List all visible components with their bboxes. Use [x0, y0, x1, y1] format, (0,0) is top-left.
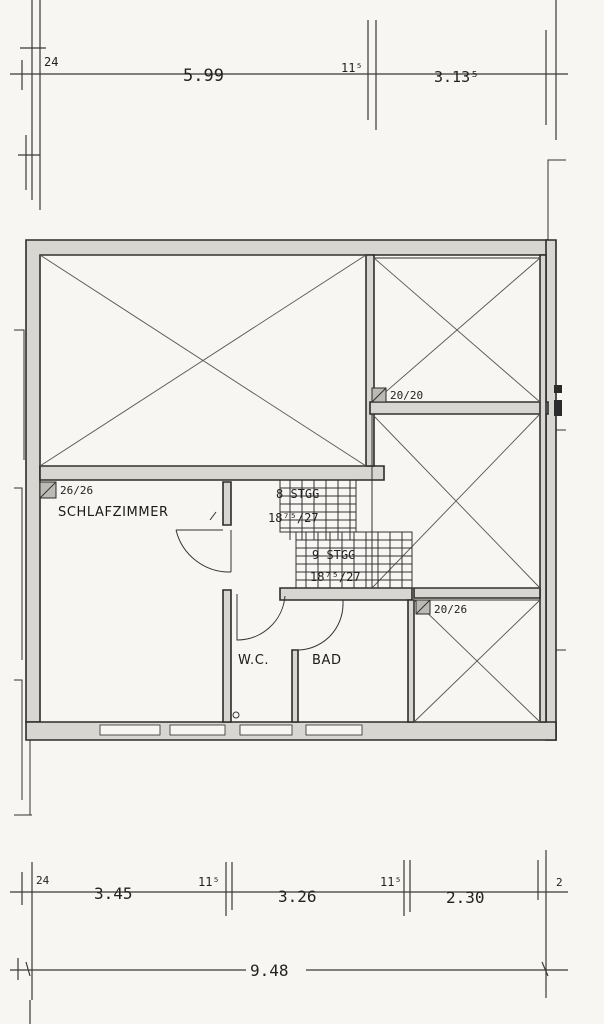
stair-upper-count: 8 STGG	[276, 487, 319, 501]
top-dim-115: 11⁵	[341, 61, 363, 75]
top-dim-3135: 3.13⁵	[434, 68, 479, 86]
void-mid-right	[371, 413, 541, 589]
stair-lower-ratio: 18⁷⁵/27	[310, 570, 361, 584]
void-bottom-right	[413, 599, 541, 723]
left-edge-marks	[14, 329, 32, 816]
doors	[175, 511, 344, 719]
void-big	[39, 254, 367, 467]
bottom-dim-326: 3.26	[278, 887, 317, 906]
bottom-dim-24: 24	[36, 874, 50, 887]
bottom-dim-230: 2.30	[446, 888, 485, 907]
chimneys: 26/26 20/20 20/26	[39, 387, 467, 616]
bottom-dimension-chain: 24 3.45 11⁵ 3.26 11⁵ 2.30 2	[10, 850, 568, 1000]
stair-upper-ratio: 18⁷⁵/27	[268, 511, 319, 525]
top-dim-599: 5.99	[183, 66, 224, 86]
bottom-dim-115-b: 11⁵	[380, 875, 402, 889]
chimney-label-2: 20/20	[390, 389, 423, 402]
void-top-right	[373, 257, 541, 403]
bottom-dim-2: 2	[556, 876, 563, 889]
top-dim-24: 24	[44, 55, 58, 69]
room-label-bad: BAD	[312, 653, 342, 668]
outer-walls	[25, 239, 562, 741]
staircase: 8 STGG 18⁷⁵/27 9 STGG 18⁷⁵/27	[268, 479, 413, 589]
chimney-label-3: 20/26	[434, 603, 467, 616]
bottom-dim-115-a: 11⁵	[198, 875, 220, 889]
total-dim-948: 9.48	[250, 961, 289, 980]
stair-lower-count: 9 STGG	[312, 548, 355, 562]
room-label-wc: W.C.	[238, 653, 269, 668]
total-dimension-line: 9.48	[10, 958, 568, 980]
bottom-dim-345: 3.45	[94, 884, 133, 903]
chimney-label-1: 26/26	[60, 484, 93, 497]
top-dimension-chain: 24 5.99 11⁵ 3.13⁵	[10, 0, 568, 210]
room-label-schlafzimmer: SCHLAFZIMMER	[58, 505, 169, 520]
